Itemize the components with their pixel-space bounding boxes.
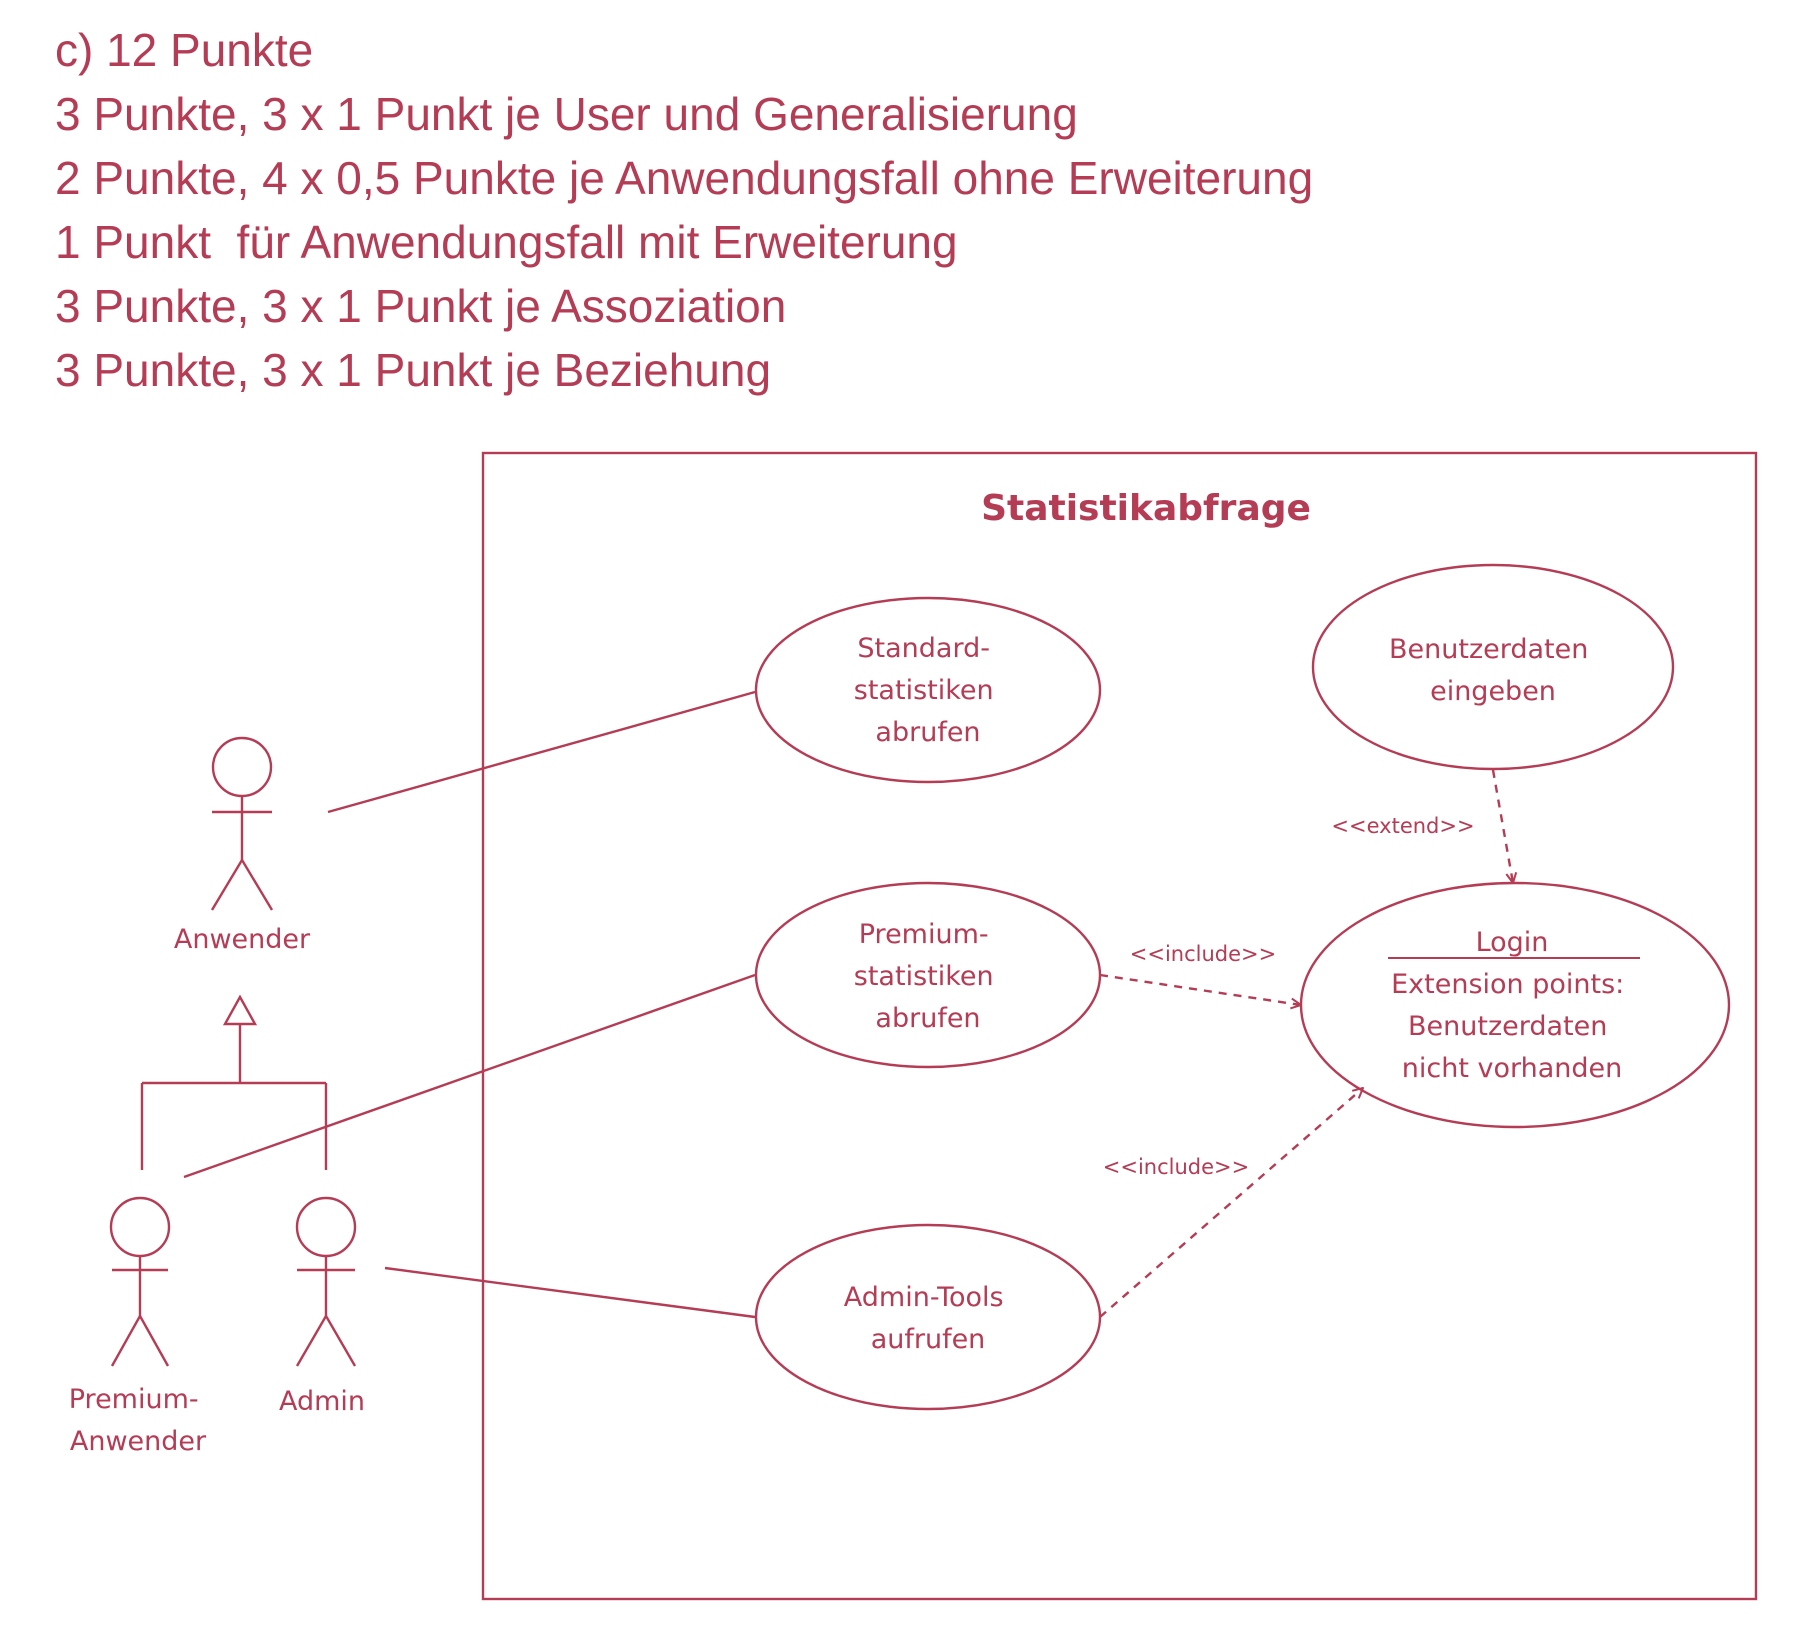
extend-arrow <box>1491 769 1513 883</box>
include-arrow-admin <box>1099 1088 1363 1318</box>
usecase-admin-label: Admin-Tools aufrufen <box>844 1282 1012 1355</box>
actor-admin-label: Admin <box>279 1386 365 1417</box>
actor-anwender-figure <box>210 736 274 911</box>
usecase-benutzerdaten-label: Benutzerdaten eingeben <box>1389 634 1597 707</box>
include-label-premium: <<include>> <box>1130 942 1276 966</box>
usecase-login-ellipse <box>1299 881 1731 1129</box>
association-admin-tools <box>384 1266 756 1319</box>
scoring-line: 1 Punkt für Anwendungsfall mit Erweiteru… <box>55 216 958 268</box>
scoring-line: 3 Punkte, 3 x 1 Punkt je Beziehung <box>55 344 772 396</box>
usecase-benutzerdaten-ellipse <box>1311 563 1675 771</box>
actor-anwender-label: Anwender <box>174 924 311 955</box>
extend-label: <<extend>> <box>1331 814 1474 838</box>
scoring-notes: c) 12 Punkte 3 Punkte, 3 x 1 Punkt je Us… <box>55 18 1313 402</box>
system-boundary <box>481 451 1758 1601</box>
include-arrow-premium <box>1099 973 1301 1005</box>
generalization-connector <box>140 994 328 1170</box>
actor-admin-figure <box>295 1196 357 1367</box>
scoring-line: c) 12 Punkte <box>55 24 314 76</box>
association-premium-premium <box>183 973 756 1179</box>
actor-premium-figure <box>109 1196 171 1367</box>
usecase-login-extensions: Extension points: Benutzerdaten nicht vo… <box>1391 969 1633 1084</box>
usecase-admin-ellipse <box>754 1223 1102 1411</box>
system-title: Statistikabfrage <box>981 488 1311 529</box>
usecase-standard-ellipse <box>754 596 1102 784</box>
usecase-premium-label: Premium- statistiken abrufen <box>854 919 1002 1034</box>
usecase-login-name: Login <box>1476 927 1549 958</box>
scoring-line: 2 Punkte, 4 x 0,5 Punkte je Anwendungsfa… <box>55 152 1314 204</box>
usecase-standard-label: Standard- statistiken abrufen <box>854 633 1002 748</box>
include-label-admin: <<include>> <box>1103 1155 1249 1179</box>
association-anwender-standard <box>327 690 756 814</box>
scoring-line: 3 Punkte, 3 x 1 Punkt je Assoziation <box>55 280 787 332</box>
actor-premium-label: Premium- Anwender <box>69 1384 207 1457</box>
scoring-line: 3 Punkte, 3 x 1 Punkt je User und Genera… <box>55 88 1078 140</box>
